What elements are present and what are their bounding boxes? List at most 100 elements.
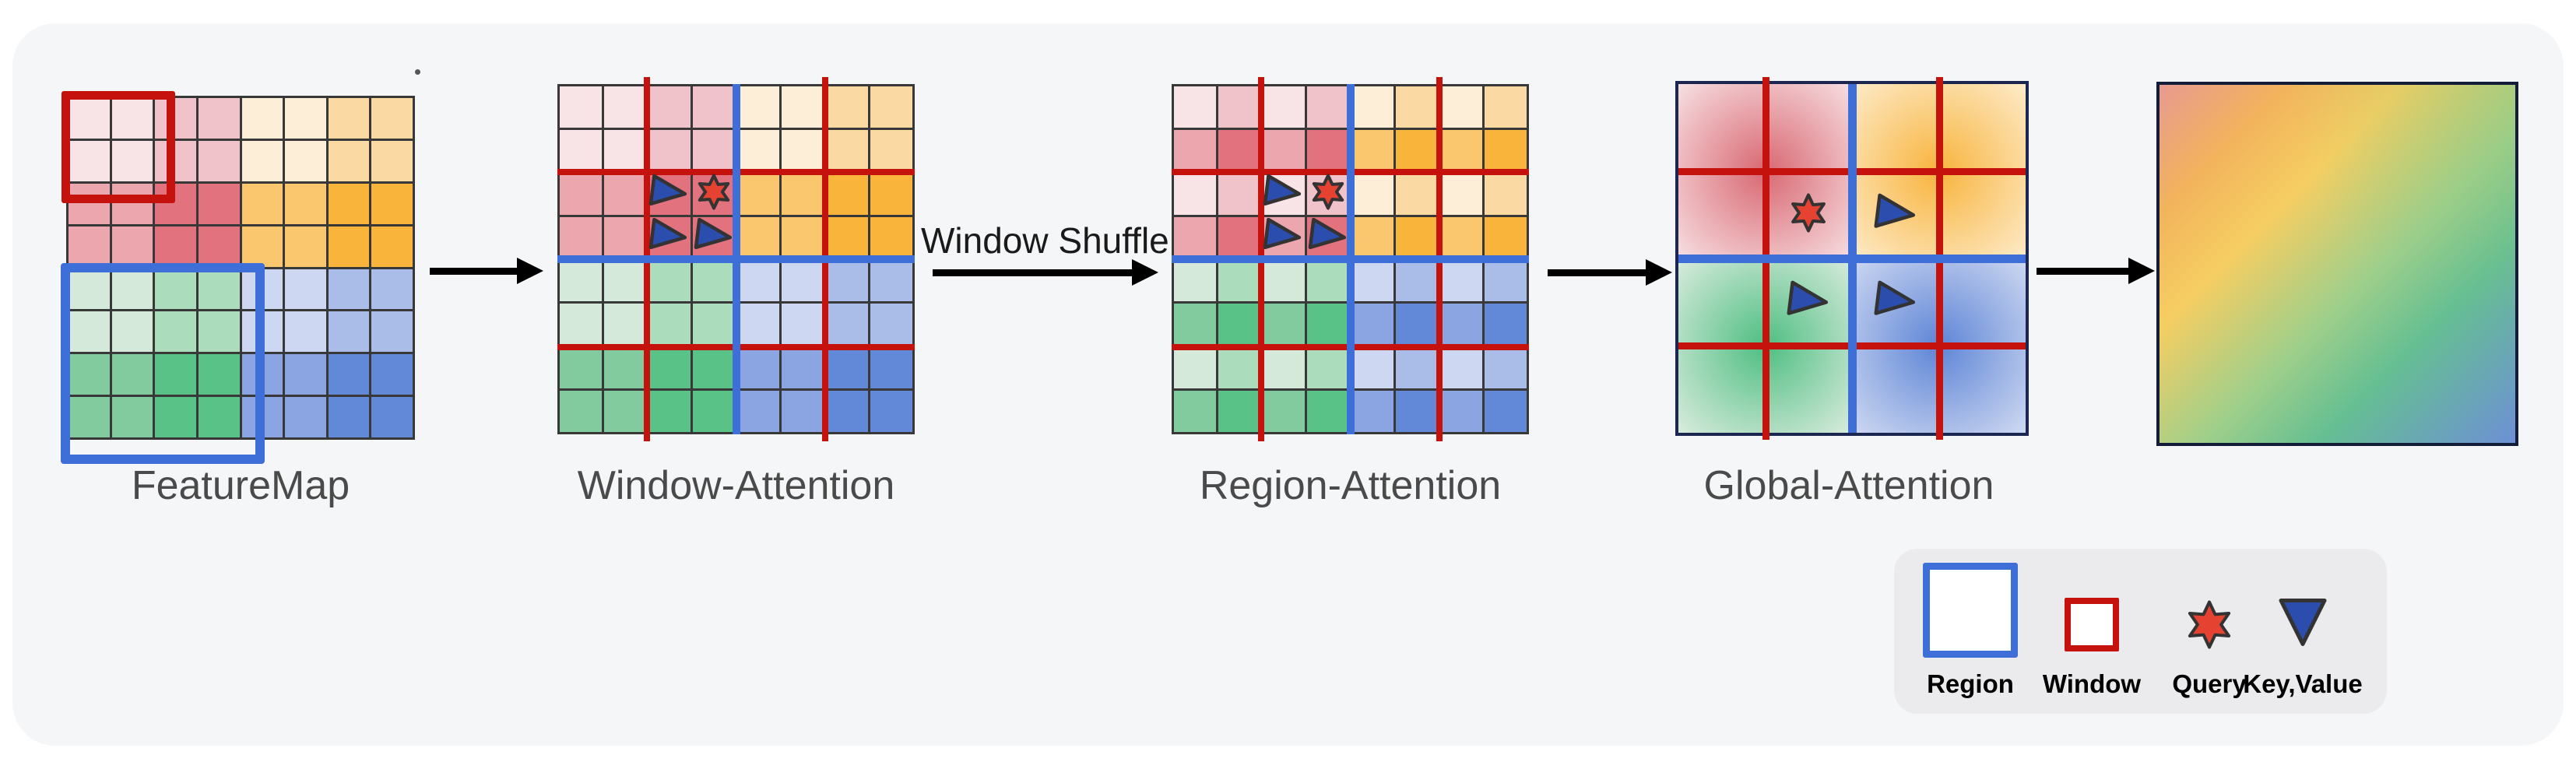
feature-cell bbox=[1174, 347, 1216, 389]
feature-cell bbox=[371, 311, 413, 353]
feature-cell bbox=[1351, 260, 1393, 302]
feature-cell bbox=[870, 304, 912, 346]
flow-arrow-3 bbox=[2037, 258, 2155, 284]
stage-label-window-attention: Window-Attention bbox=[577, 463, 895, 508]
feature-cell bbox=[1351, 304, 1393, 346]
key-value-triangle-icon bbox=[649, 217, 687, 249]
feature-cell bbox=[1263, 391, 1305, 432]
feature-cell bbox=[328, 140, 370, 181]
feature-cell bbox=[870, 216, 912, 258]
feature-cell bbox=[328, 397, 370, 437]
key-value-triangle-icon bbox=[649, 174, 687, 205]
flow-arrow-1 bbox=[430, 258, 543, 284]
feature-cell bbox=[1440, 129, 1482, 171]
feature-cell bbox=[693, 260, 735, 302]
feature-cell bbox=[69, 354, 110, 395]
feature-cell bbox=[1174, 304, 1216, 346]
feature-cell bbox=[111, 354, 153, 395]
feature-cell bbox=[69, 183, 110, 224]
feature-cell bbox=[1307, 86, 1349, 128]
feature-cell bbox=[560, 260, 602, 302]
feature-cell bbox=[648, 129, 691, 171]
feature-cell bbox=[782, 86, 824, 128]
feature-cell bbox=[604, 173, 646, 215]
feature-cell bbox=[560, 86, 602, 128]
feature-cell bbox=[1351, 347, 1393, 389]
feature-cell bbox=[69, 98, 110, 139]
feature-cell bbox=[69, 140, 110, 181]
feature-cell bbox=[69, 269, 110, 310]
key-value-triangle-icon bbox=[1308, 217, 1346, 249]
feature-cell bbox=[111, 140, 153, 181]
feature-cell bbox=[737, 129, 779, 171]
stage-label-region-attention: Region-Attention bbox=[1199, 463, 1502, 508]
stage-label-featuremap: FeatureMap bbox=[131, 463, 350, 508]
feature-cell bbox=[1351, 86, 1393, 128]
global-attention-grid bbox=[1675, 77, 2029, 440]
feature-cell bbox=[1440, 260, 1482, 302]
feature-cell bbox=[111, 397, 153, 437]
feature-cell bbox=[328, 269, 370, 310]
feature-cell bbox=[1485, 129, 1527, 171]
feature-cell bbox=[328, 183, 370, 224]
feature-cell bbox=[69, 397, 110, 437]
feature-cell bbox=[328, 98, 370, 139]
query-star-icon bbox=[698, 174, 730, 210]
feature-cell bbox=[560, 173, 602, 215]
key-value-triangle-icon bbox=[1787, 280, 1829, 315]
feature-cell bbox=[1440, 173, 1482, 215]
feature-cell bbox=[826, 129, 868, 171]
key-value-triangle-icon bbox=[1263, 217, 1302, 249]
feature-cell bbox=[737, 216, 779, 258]
feature-cell bbox=[1351, 216, 1393, 258]
feature-cell bbox=[1174, 391, 1216, 432]
feature-cell bbox=[1174, 260, 1216, 302]
feature-cell bbox=[241, 226, 283, 267]
feature-cell bbox=[371, 140, 413, 181]
feature-cell bbox=[285, 397, 326, 437]
feature-cell bbox=[1218, 86, 1260, 128]
feature-cell bbox=[870, 86, 912, 128]
feature-cell bbox=[1440, 347, 1482, 389]
feature-cell bbox=[1218, 304, 1260, 346]
feature-cell bbox=[69, 226, 110, 267]
feature-cell bbox=[241, 183, 283, 224]
feature-cell bbox=[560, 129, 602, 171]
feature-cell bbox=[826, 260, 868, 302]
feature-cell bbox=[1263, 260, 1305, 302]
key-value-triangle-icon bbox=[1874, 280, 1915, 315]
feature-cell bbox=[328, 226, 370, 267]
feature-cell bbox=[693, 391, 735, 432]
legend-label-region: Region bbox=[1927, 669, 2014, 698]
feature-cell bbox=[1440, 216, 1482, 258]
feature-cell bbox=[155, 98, 196, 139]
feature-cell bbox=[69, 311, 110, 353]
feature-cell bbox=[241, 98, 283, 139]
feature-cell bbox=[560, 304, 602, 346]
feature-cell bbox=[1440, 304, 1482, 346]
feature-cell bbox=[155, 226, 196, 267]
feature-cell bbox=[111, 183, 153, 224]
feature-cell bbox=[1485, 304, 1527, 346]
feature-cell bbox=[737, 260, 779, 302]
feature-cell bbox=[737, 347, 779, 389]
feature-cell bbox=[155, 354, 196, 395]
feature-cell bbox=[604, 391, 646, 432]
feature-cell bbox=[371, 397, 413, 437]
feature-cell bbox=[560, 347, 602, 389]
feature-cell bbox=[198, 98, 240, 139]
feature-cell bbox=[371, 98, 413, 139]
feature-cell bbox=[560, 391, 602, 432]
feature-cell bbox=[693, 347, 735, 389]
feature-cell bbox=[648, 260, 691, 302]
feature-cell bbox=[1307, 347, 1349, 389]
feature-cell bbox=[198, 311, 240, 353]
window-shuffle-arrow bbox=[933, 259, 1158, 286]
feature-cell bbox=[1440, 391, 1482, 432]
feature-cell bbox=[1440, 86, 1482, 128]
feature-cell bbox=[1396, 173, 1438, 215]
feature-cell bbox=[870, 173, 912, 215]
feature-cell bbox=[328, 354, 370, 395]
feature-cell bbox=[604, 129, 646, 171]
feature-cell bbox=[1263, 347, 1305, 389]
